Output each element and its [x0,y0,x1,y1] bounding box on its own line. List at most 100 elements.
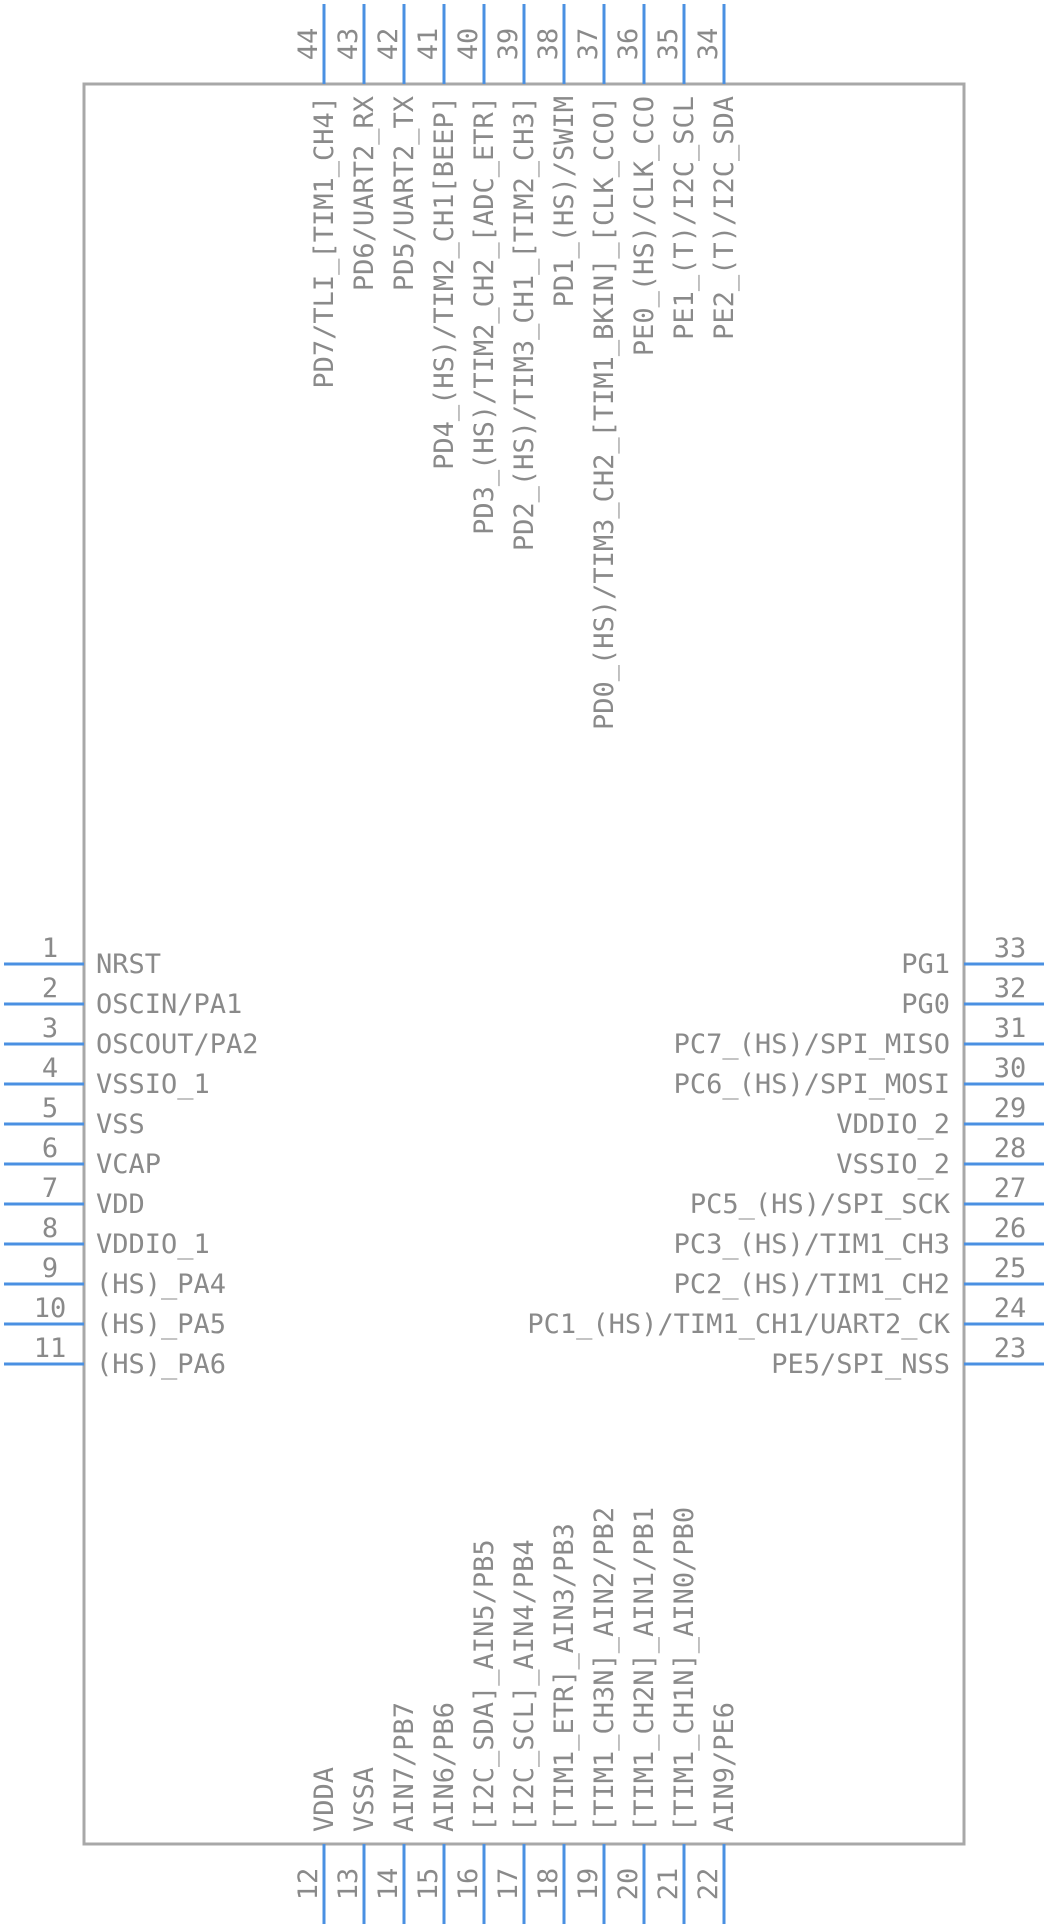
pin-label: PC5_(HS)/SPI_SCK [690,1189,951,1220]
pin-number: 40 [453,28,484,61]
pin-number: 17 [493,1868,524,1901]
pin-number: 10 [34,1293,67,1324]
pin-number: 2 [42,973,58,1004]
pin-label: [TIM1_CH1N]_AIN0/PB0 [669,1507,700,1832]
pin-label: PD1_(HS)/SWIM [549,96,580,307]
pin-label: VSSA [349,1767,380,1832]
pin-label: PC1_(HS)/TIM1_CH1/UART2_CK [527,1309,950,1340]
pin-21: 21 [TIM1_CH1N]_AIN0/PB0 [653,1507,700,1924]
pin-number: 1 [42,933,58,964]
pin-label: PC2_(HS)/TIM1_CH2 [674,1269,950,1300]
pin-number: 13 [333,1868,364,1901]
pin-17: 17 [I2C_SCL]_AIN4/PB4 [493,1539,540,1924]
pin-label: [I2C_SDA]_AIN5/PB5 [469,1539,500,1832]
ic-body-outline [82,82,966,1846]
pin-number: 37 [573,28,604,61]
pin-number: 14 [373,1868,404,1901]
pin-19: 19 [TIM1_CH3N]_AIN2/PB2 [573,1507,620,1924]
pin-number: 43 [333,28,364,61]
pin-number: 44 [293,28,324,61]
pin-label: (HS)_PA6 [96,1349,226,1380]
pin-number: 35 [653,28,684,61]
pin-label: PE1_(T)/I2C_SCL [669,96,700,340]
pin-label: PC6_(HS)/SPI_MOSI [674,1069,950,1100]
pin-number: 32 [994,973,1027,1004]
pin-16: 16[I2C_SDA]_AIN5/PB5 [453,1539,500,1924]
pin-12: 12 VDDA [293,1767,340,1924]
pin-number: 23 [994,1333,1027,1364]
pin-number: 5 [42,1093,58,1124]
pin-label: PE5/SPI_NSS [771,1349,950,1380]
pin-label: PC3_(HS)/TIM1_CH3 [674,1229,950,1260]
pin-number: 24 [994,1293,1027,1324]
pin-label: PC7_(HS)/SPI_MISO [674,1029,950,1060]
pin-number: 4 [42,1053,58,1084]
pin-number: 12 [293,1868,324,1901]
pin-label: AIN7/PB7 [389,1702,420,1832]
pin-label: VSS [96,1109,145,1140]
pin-number: 31 [994,1013,1027,1044]
pin-number: 26 [994,1213,1027,1244]
pin-11: 11(HS)_PA6 [4,1333,226,1380]
pin-number: 39 [493,28,524,61]
pin-label: PD6/UART2_RX [349,96,380,291]
pin-label: (HS)_PA5 [96,1309,226,1340]
pin-label: PD7/TLI_[TIM1_CH4] [309,96,340,389]
pin-number: 41 [413,28,444,61]
pin-label: VDD [96,1189,145,1220]
pin-number: 30 [994,1053,1027,1084]
pin-label: PD3_(HS)/TIM2_CH2_[ADC_ETR] [469,96,500,535]
pin-number: 22 [693,1868,724,1901]
pin-18: 18 [TIM1_ETR]_AIN3/PB3 [533,1523,580,1924]
pin-number: 38 [533,28,564,61]
pin-9: 9(HS)_PA4 [4,1253,226,1300]
pin-label: [TIM1_CH3N]_AIN2/PB2 [589,1507,620,1832]
pin-label: PE2_(T)/I2C_SDA [709,96,740,340]
pin-label: [TIM1_ETR]_AIN3/PB3 [549,1523,580,1832]
pin-number: 18 [533,1868,564,1901]
pin-label: [I2C_SCL]_AIN4/PB4 [509,1539,540,1832]
pin-number: 6 [42,1133,58,1164]
pin-number: 7 [42,1173,58,1204]
top-pin-group: 44PD7/TLI_[TIM1_CH4]43PD6/UART2_RX42PD5/… [293,4,740,730]
pin-number: 25 [994,1253,1027,1284]
pin-number: 27 [994,1173,1027,1204]
pin-number: 21 [653,1868,684,1901]
right-pin-group: 33PG132PG031PC7_(HS)/SPI_MISO30PC6_(HS)/… [527,933,1044,1380]
pin-label: PD4_(HS)/TIM2_CH1[BEEP] [429,96,460,470]
left-pin-group: 1NRST2OSCIN/PA13OSCOUT/PA24VSSIO_15VSS6V… [4,933,259,1380]
pin-number: 15 [413,1868,444,1901]
pin-number: 8 [42,1213,58,1244]
pin-label: PD0_(HS)/TIM3_CH2_[TIM1_BKIN]_[CLK_CCO] [589,96,620,730]
pin-number: 3 [42,1013,58,1044]
pin-number: 19 [573,1868,604,1901]
pin-label: VCAP [96,1149,161,1180]
pin-number: 28 [994,1133,1027,1164]
pin-label: VDDIO_1 [96,1229,210,1260]
pin-label: PG0 [901,989,950,1020]
pin-number: 42 [373,28,404,61]
pin-label: VDDIO_2 [836,1109,950,1140]
pin-label: VDDA [309,1767,340,1832]
pin-37: 37PD0_(HS)/TIM3_CH2_[TIM1_BKIN]_[CLK_CCO… [573,4,620,730]
